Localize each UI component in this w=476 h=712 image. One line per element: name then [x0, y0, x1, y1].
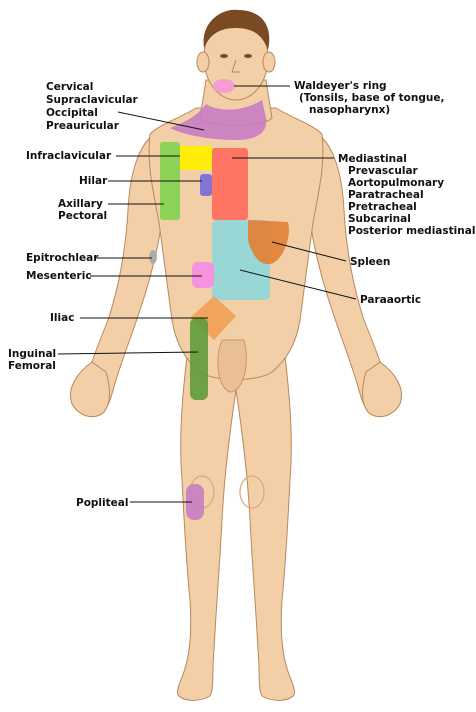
hilar-region	[200, 174, 212, 196]
label-mesenteric: Mesenteric	[26, 270, 92, 282]
epitrochlear-region	[149, 250, 157, 264]
inguinal-region	[190, 318, 208, 400]
spleen-region	[248, 220, 289, 265]
label-infraclavicular: Infraclavicular	[26, 150, 112, 162]
infraclavicular-region	[180, 146, 212, 170]
right-knee	[239, 475, 265, 509]
cervical-region	[170, 100, 267, 140]
label-inguinal: Inguinal Femoral	[8, 348, 60, 372]
cervical-leader	[117, 111, 205, 131]
right-eye	[244, 54, 252, 58]
label-epitrochlear: Epitrochlear	[26, 252, 99, 264]
leader-lines	[57, 85, 357, 503]
label-popliteal: Popliteal	[76, 497, 128, 509]
right-hand	[362, 361, 402, 418]
left-eye	[220, 54, 228, 58]
popliteal-region	[186, 484, 204, 520]
genital-area	[217, 339, 247, 393]
label-hilar: Hilar	[79, 175, 108, 187]
iliac-region	[190, 296, 236, 340]
right-leg	[233, 329, 295, 701]
paraaortic-leader	[239, 269, 357, 300]
mesenteric-region	[192, 262, 214, 288]
label-mediastinal: Mediastinal Prevascular Aortopulmonary P…	[338, 153, 475, 237]
label-iliac: Iliac	[50, 312, 74, 324]
left-ear	[196, 51, 210, 73]
left-hand	[70, 361, 110, 418]
label-waldeyer: Waldeyer's ring (Tonsils, base of tongue…	[294, 80, 448, 116]
right-ear	[262, 51, 276, 73]
nose	[231, 59, 240, 73]
spleen-leader	[271, 241, 347, 262]
label-cervical: Cervical Supraclavicular Occipital Preau…	[46, 81, 141, 132]
label-paraaortic: Paraaortic	[360, 294, 421, 306]
inguinal-leader	[57, 351, 199, 355]
label-spleen: Spleen	[350, 256, 390, 268]
labels: Cervical Supraclavicular Occipital Preau…	[8, 80, 475, 509]
lymph-regions	[149, 79, 289, 520]
mediastinal-region	[212, 148, 248, 220]
hair	[203, 9, 270, 50]
waldeyer-ring-region	[213, 79, 235, 93]
left-leg	[177, 329, 239, 701]
label-axillary: Axillary Pectoral	[58, 198, 107, 222]
